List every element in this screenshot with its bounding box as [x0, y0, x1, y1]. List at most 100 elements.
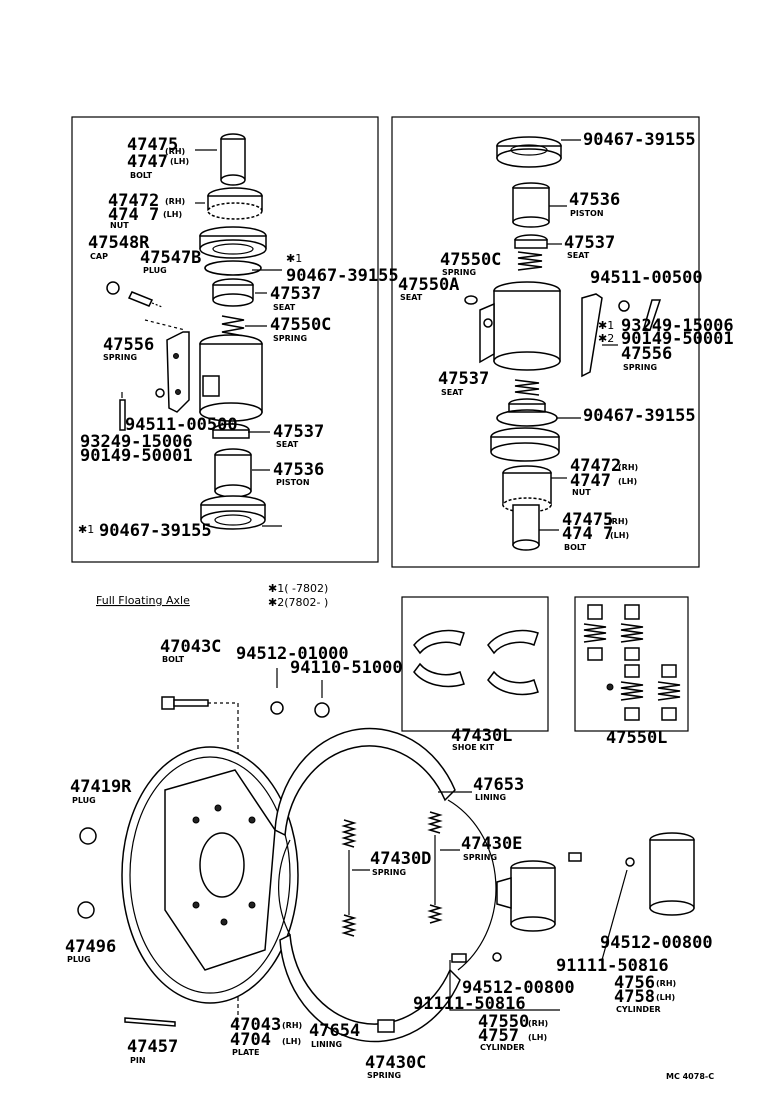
- part-label-lh7: (LH): [528, 1033, 547, 1042]
- part-label-94512-a: 94512-01000: [236, 644, 349, 664]
- part-label-47536-l: 47536: [273, 460, 324, 480]
- part-label-nut1: NUT: [110, 221, 129, 230]
- part-label-spring7: SPRING: [367, 1071, 401, 1080]
- part-label-spring1: SPRING: [273, 334, 307, 343]
- part-label-lh5: (LH): [656, 993, 675, 1002]
- part-label-47472-l: 47472: [108, 191, 159, 211]
- part-label-star1b: ✱1: [78, 523, 94, 536]
- part-label-plug3: PLUG: [67, 955, 91, 964]
- part-label-47537-r2: 47537: [438, 369, 489, 389]
- part-label-47550-cyl: 47550: [478, 1012, 529, 1032]
- part-label-47044: 4704: [230, 1030, 271, 1050]
- part-label-rh2: (RH): [165, 197, 185, 206]
- brake-assembly: [77, 668, 695, 1043]
- part-label-91111-a: 91111-50816: [556, 956, 669, 976]
- part-label-90467-r2: 90467-39155: [583, 406, 696, 426]
- part-label-93249-l: 93249-15006: [80, 432, 193, 452]
- part-label-spring6: SPRING: [372, 868, 406, 877]
- right-exploded-cylinder: [464, 136, 662, 551]
- part-label-rh4: (RH): [608, 517, 628, 526]
- part-label-94512-c: 94512-00800: [462, 978, 575, 998]
- part-label-seat1: SEAT: [273, 303, 296, 312]
- part-label-47550l: 47550L: [606, 728, 667, 748]
- part-label-47043c: 47043C: [160, 637, 221, 657]
- part-label-47475-top-l: 47475: [127, 135, 178, 155]
- part-label-rh5: (RH): [656, 979, 676, 988]
- part-label-474-r: 474 7: [562, 524, 613, 544]
- part-label-star1c: ✱1: [598, 319, 614, 332]
- part-label-rh1: (RH): [165, 147, 185, 156]
- part-label-nut2: NUT: [572, 488, 591, 497]
- part-label-4747-r: 4747: [570, 471, 611, 491]
- part-label-47536-r: 47536: [569, 190, 620, 210]
- part-label-47537-r1: 47537: [564, 233, 615, 253]
- part-label-47550c-l: 47550C: [270, 315, 331, 335]
- part-label-47419r: 47419R: [70, 777, 132, 797]
- part-label-47556-l: 47556: [103, 335, 154, 355]
- part-label-91111-b: 91111-50816: [413, 994, 526, 1014]
- part-label-plug1: PLUG: [143, 266, 167, 275]
- left-cylinder-panel: [71, 116, 379, 563]
- part-label-plug2: PLUG: [72, 796, 96, 805]
- part-label-90467-l2: 90467-39155: [99, 521, 212, 541]
- part-label-47570: 4757: [478, 1026, 519, 1046]
- part-label-90149-r: 90149-50001: [621, 329, 734, 349]
- part-label-lining1: LINING: [475, 793, 506, 802]
- part-label-47654: 47654: [309, 1021, 360, 1041]
- part-label-seat4: SEAT: [400, 293, 423, 302]
- part-label-rh3: (RH): [618, 463, 638, 472]
- part-label-90467-r1: 90467-39155: [583, 130, 696, 150]
- part-label-90467-l1: 90467-39155: [286, 266, 399, 286]
- part-label-94511-l: 94511-00500: [125, 415, 238, 435]
- shoe-kit-box: [401, 596, 549, 732]
- left-exploded-cylinder: [106, 133, 282, 530]
- part-label-note1: ✱1( -7802): [268, 582, 328, 595]
- part-label-47475-r: 47475: [562, 510, 613, 530]
- part-label-spring4: SPRING: [623, 363, 657, 372]
- part-label-spring2: SPRING: [103, 353, 137, 362]
- part-label-seat3: SEAT: [567, 251, 590, 260]
- part-label-seat2: SEAT: [276, 440, 299, 449]
- part-label-47043: 47043: [230, 1015, 281, 1035]
- part-label-47653: 47653: [473, 775, 524, 795]
- part-label-rh7: (RH): [528, 1019, 548, 1028]
- shoe-kit-illustration: [413, 629, 539, 696]
- part-label-47496: 47496: [65, 937, 116, 957]
- part-label-lh2: (LH): [163, 210, 182, 219]
- part-label-93249-r: 93249-15006: [621, 316, 734, 336]
- part-label-47550c-r: 47550C: [440, 250, 501, 270]
- part-label-note2: ✱2(7802- ): [268, 596, 328, 609]
- part-label-47472-r: 47472: [570, 456, 621, 476]
- part-label-47556-r: 47556: [621, 344, 672, 364]
- part-label-lh1: (LH): [170, 157, 189, 166]
- part-label-seat5: SEAT: [441, 388, 464, 397]
- part-label-spring3: SPRING: [442, 268, 476, 277]
- part-label-lining2: LINING: [311, 1040, 342, 1049]
- part-label-pin: PIN: [130, 1056, 146, 1065]
- part-label-bolt3: BOLT: [162, 655, 185, 664]
- part-label-47430d: 47430D: [370, 849, 431, 869]
- part-label-47547b: 47547B: [140, 248, 201, 268]
- part-label-94110: 94110-51000: [290, 658, 403, 678]
- part-label-bolt2: BOLT: [564, 543, 587, 552]
- part-label-bolt1: BOLT: [130, 171, 153, 180]
- part-label-47560: 4756: [614, 973, 655, 993]
- part-label-47580: 4758: [614, 987, 655, 1007]
- part-label-piston1: PISTON: [276, 478, 310, 487]
- part-label-piston2: PISTON: [570, 209, 604, 218]
- part-label-code: MC 4078-C: [666, 1072, 714, 1081]
- repair-kit-box: [574, 596, 689, 732]
- part-label-lh6: (LH): [282, 1037, 301, 1046]
- part-label-47537-l1: 47537: [270, 284, 321, 304]
- part-label-47430e: 47430E: [461, 834, 522, 854]
- part-label-47457: 47457: [127, 1037, 178, 1057]
- part-label-47550a: 47550A: [398, 275, 459, 295]
- part-label-4747-top-l: 4747: [127, 152, 168, 172]
- part-label-shoekit: SHOE KIT: [452, 743, 495, 752]
- part-label-cap: CAP: [90, 252, 108, 261]
- part-label-spring5: SPRING: [463, 853, 497, 862]
- part-label-90149-l: 90149-50001: [80, 446, 193, 466]
- part-label-rh6: (RH): [282, 1021, 302, 1030]
- part-label-47548r: 47548R: [88, 233, 150, 253]
